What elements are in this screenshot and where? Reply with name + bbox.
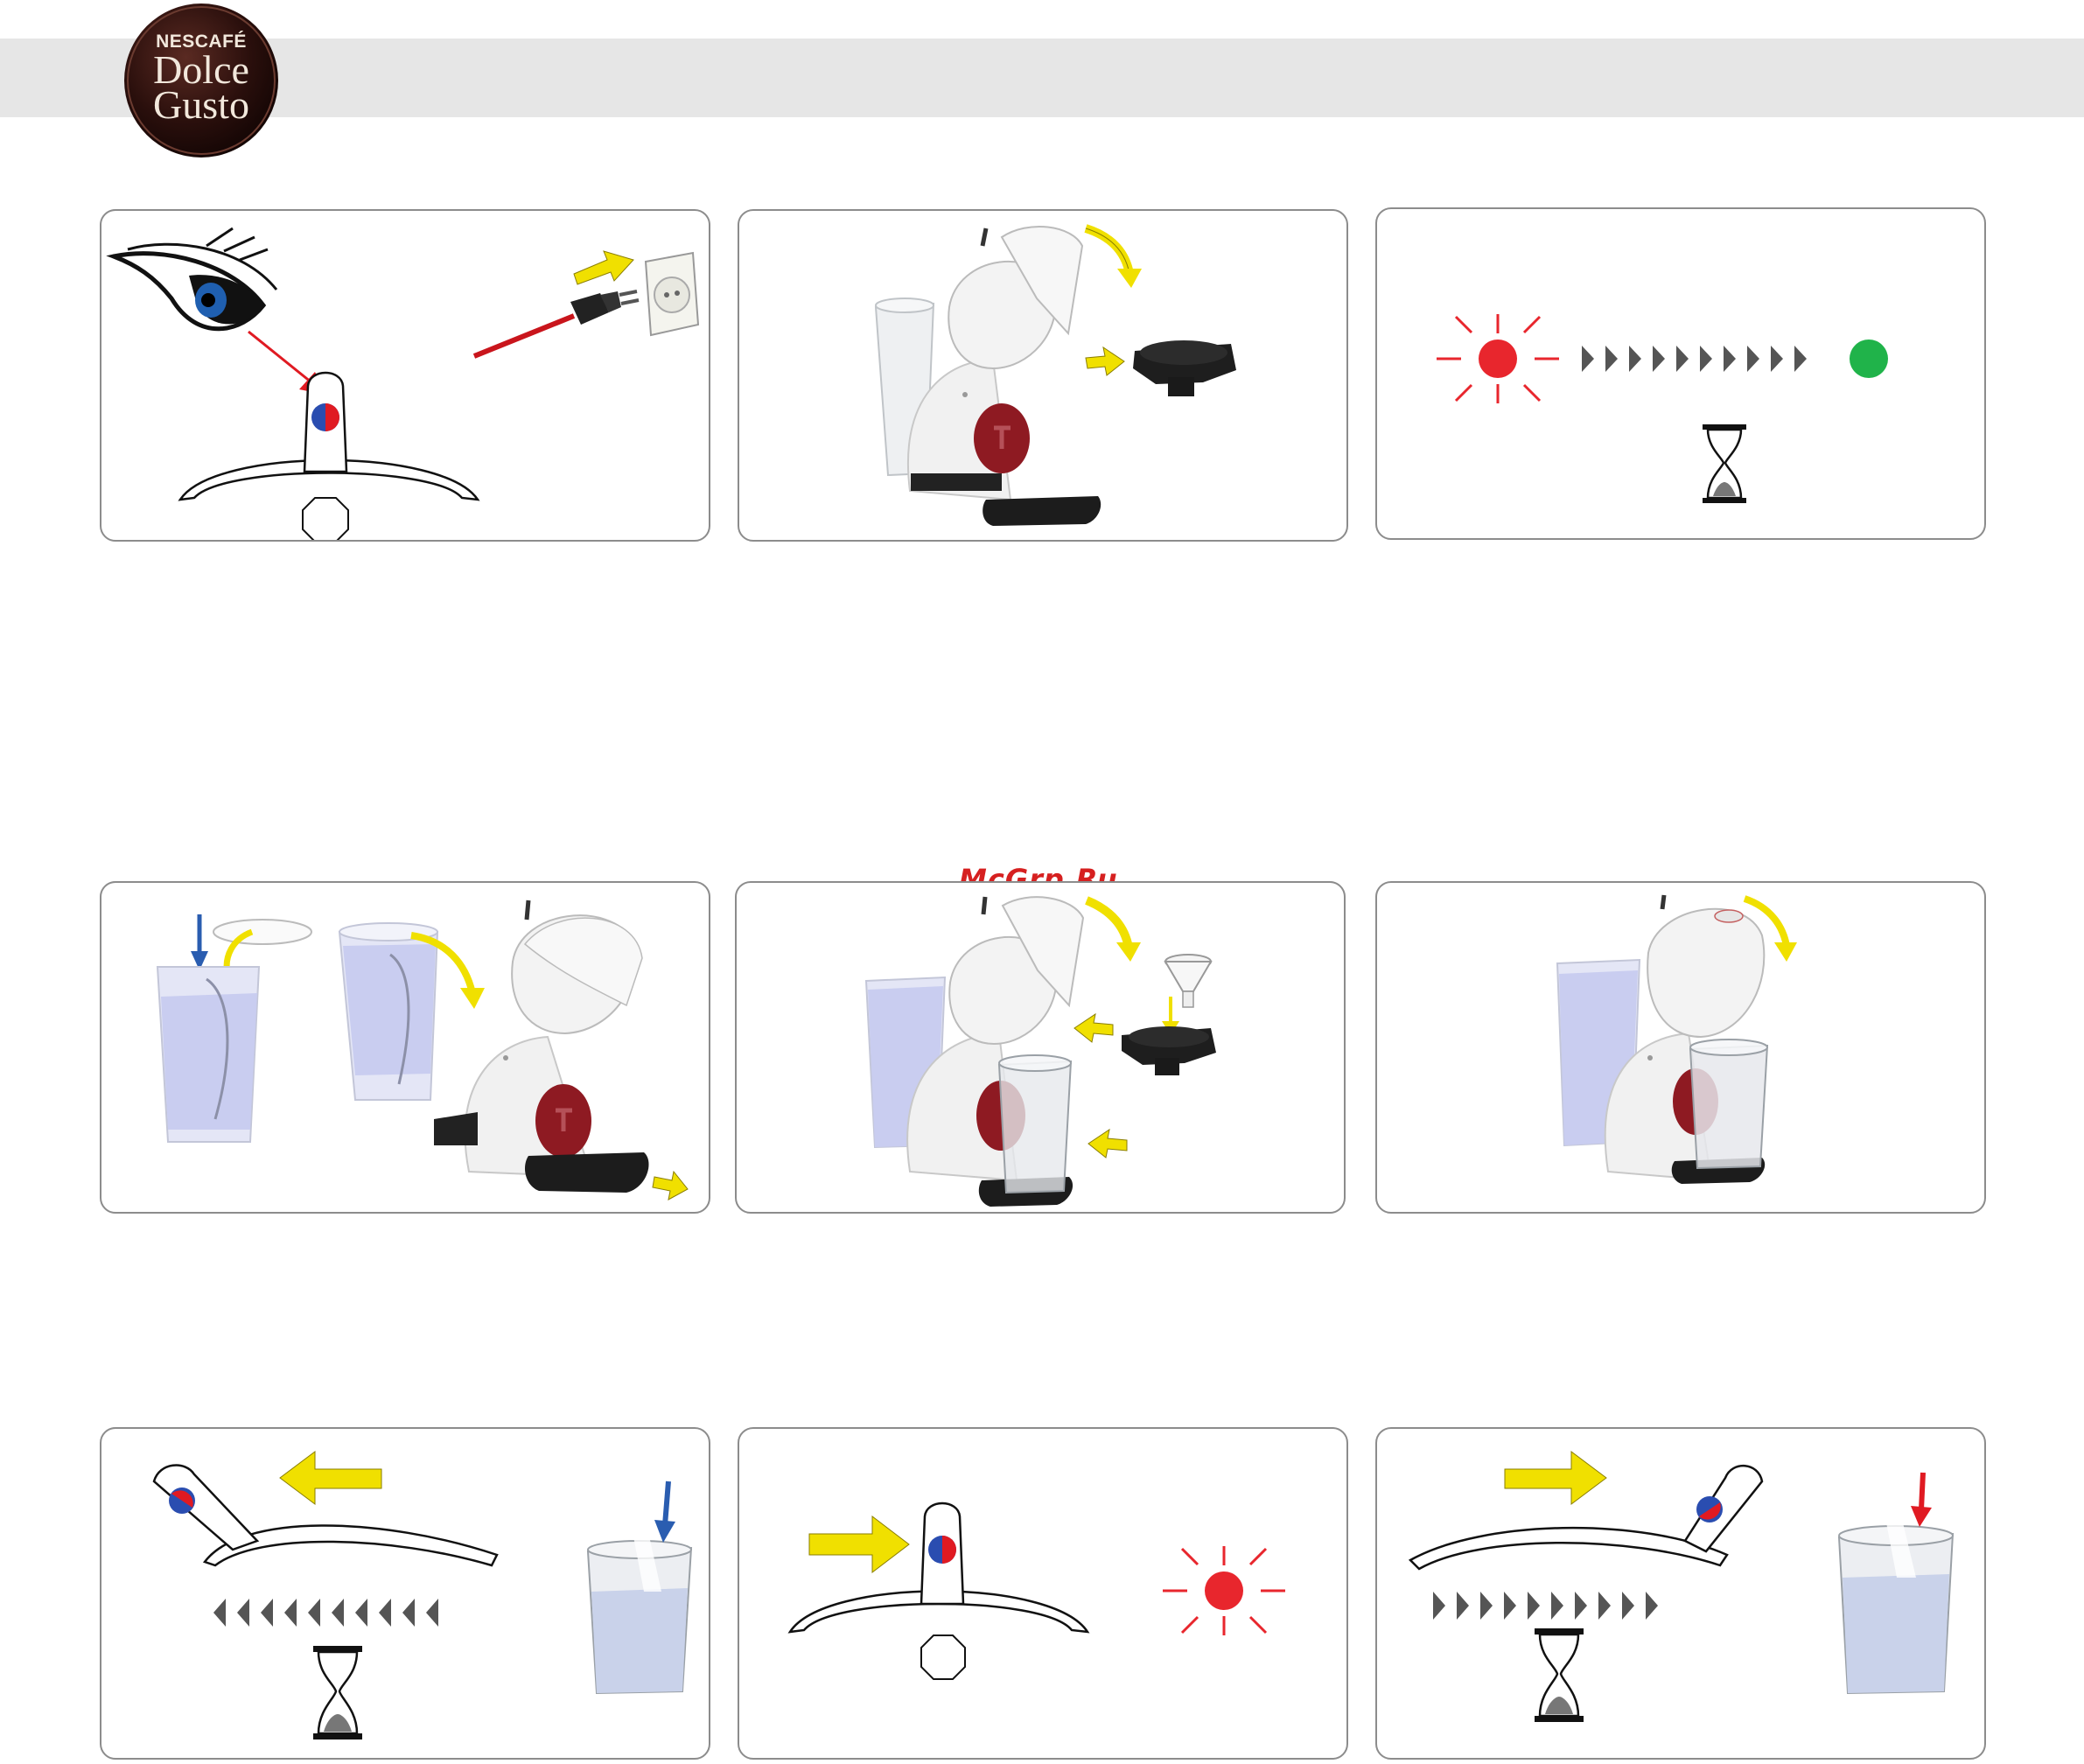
header-bar [0, 38, 2084, 117]
dolce-gusto-logo-icon [122, 2, 280, 159]
red-down-arrow-icon [1911, 1473, 1932, 1527]
tank-lid-icon [213, 920, 311, 944]
hourglass-icon [1703, 424, 1746, 503]
water-tank-icon [157, 967, 259, 1142]
cup-icon [588, 1473, 691, 1693]
panel-move-lever-right [1375, 1427, 1986, 1760]
yellow-curved-arrow-icon [1086, 228, 1142, 288]
right-chevrons-icon [1433, 1592, 1658, 1620]
blinking-red-light-icon [1437, 314, 1559, 403]
hourglass-icon [313, 1646, 362, 1740]
stop-octagon-icon [303, 498, 348, 542]
panel-check-light-and-plug-in [100, 209, 710, 542]
power-plug-icon [474, 291, 639, 356]
hourglass-icon [1535, 1628, 1584, 1722]
yellow-left-arrow-icon [280, 1452, 381, 1504]
capsule-holder-icon [1122, 1026, 1216, 1075]
panel-wait-until-ready [1375, 207, 1986, 540]
water-tank-icon [339, 923, 437, 1100]
panel-lever-center-light-blinks [738, 1427, 1348, 1760]
yellow-arrow-icon [1074, 1014, 1113, 1042]
coffee-machine-icon [434, 900, 642, 1177]
yellow-arrow-icon [574, 251, 633, 284]
green-light-icon [1850, 340, 1888, 378]
wall-socket-icon [646, 253, 698, 335]
yellow-arrow-icon [1086, 347, 1124, 375]
blue-down-arrow-icon [191, 914, 208, 970]
yellow-curved-arrow-icon [1087, 900, 1141, 962]
left-chevrons-icon [213, 1599, 438, 1627]
panel-fill-water-tank [100, 881, 710, 1214]
yellow-arrow-icon [653, 1172, 688, 1200]
blinking-red-light-icon [1163, 1546, 1285, 1635]
lever-icon [180, 373, 478, 500]
yellow-right-arrow-icon [1505, 1452, 1606, 1504]
coffee-machine-icon [908, 227, 1101, 526]
stop-octagon-icon [921, 1635, 965, 1679]
capsule-holder-icon [1133, 340, 1236, 396]
cup-icon [1839, 1460, 1953, 1693]
cup-icon [1690, 1040, 1767, 1168]
panel-close-lid [1375, 881, 1986, 1214]
yellow-right-arrow-icon [809, 1516, 909, 1572]
cup-icon [999, 1055, 1071, 1193]
panel-move-lever-left [100, 1427, 710, 1760]
eye-icon [114, 228, 276, 329]
progress-chevrons-icon [1582, 346, 1807, 372]
panel-open-lid-remove-holder [738, 209, 1348, 542]
lever-icon [790, 1503, 1087, 1632]
yellow-arrow-icon [1088, 1130, 1127, 1158]
panel-insert-descaling-holder [735, 881, 1346, 1214]
drip-tray-icon [525, 1152, 649, 1193]
blue-down-arrow-icon [654, 1481, 675, 1543]
